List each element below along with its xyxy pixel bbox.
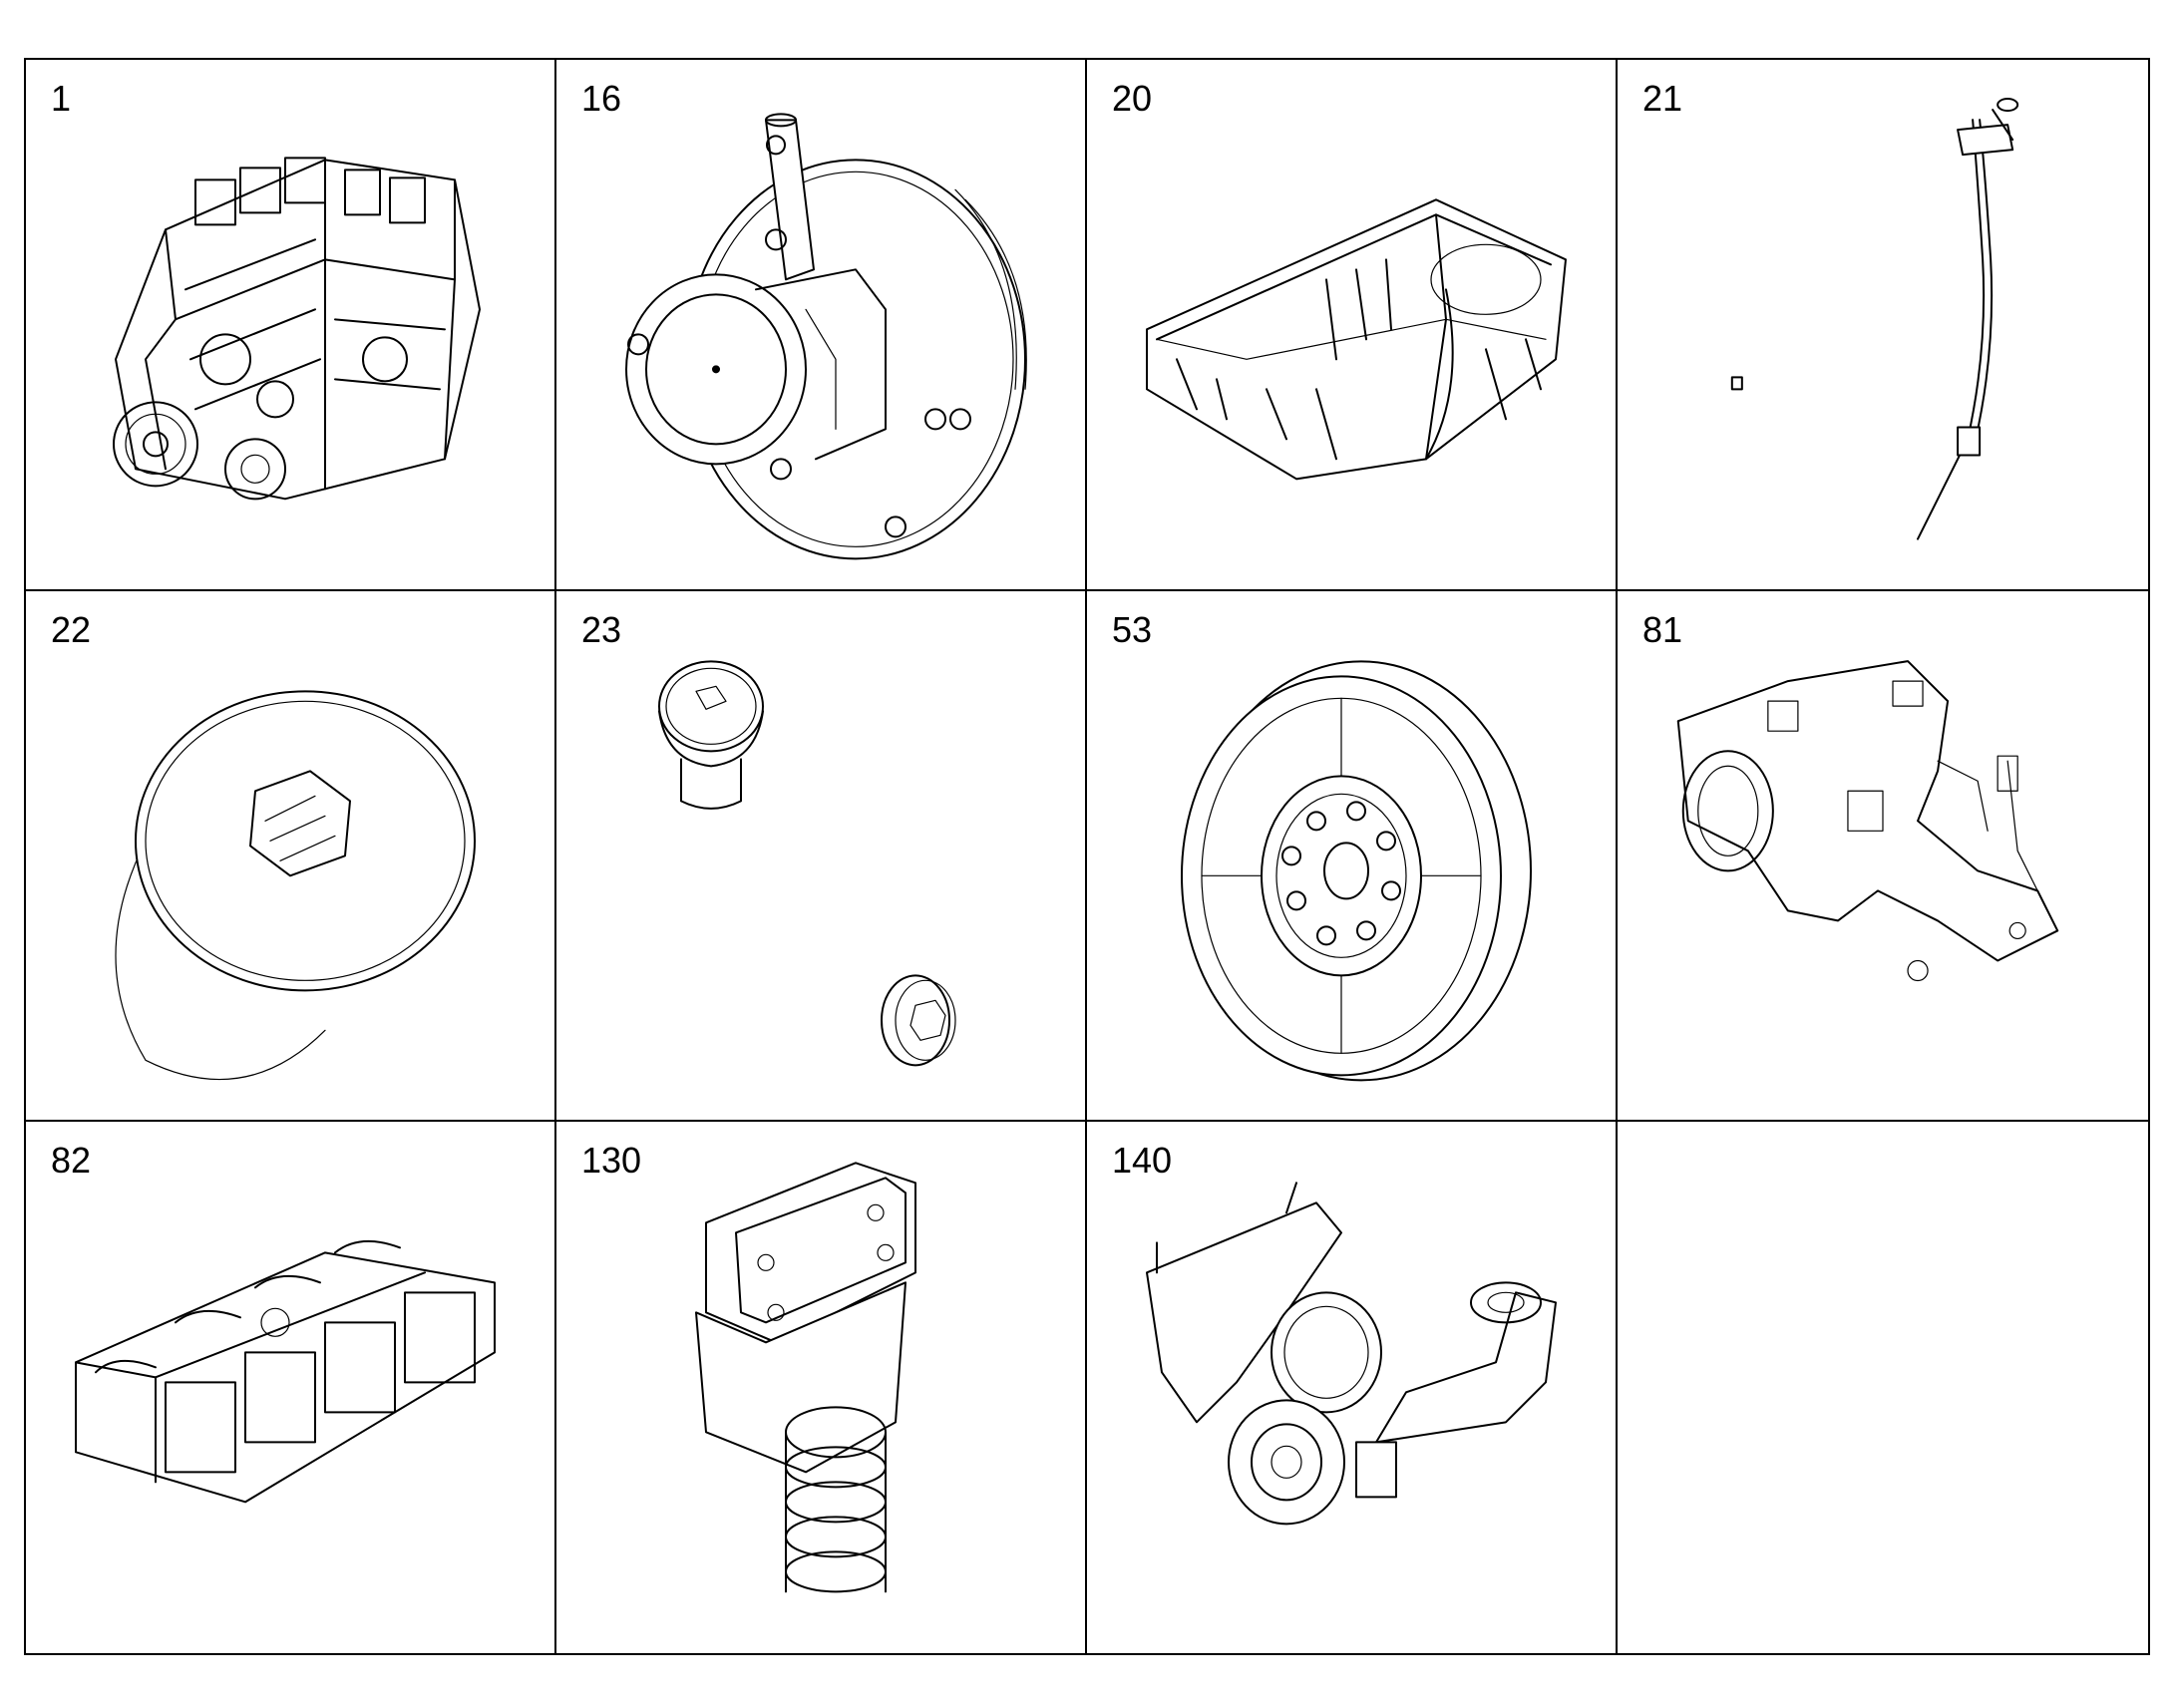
viscous-fan-clutch-icon	[1181, 659, 1532, 1081]
oil-pump-icon	[1146, 1182, 1557, 1526]
cell-label: 23	[581, 608, 622, 650]
cell-16[interactable]: 16	[556, 60, 1087, 591]
oil-filler-cap-icon	[658, 659, 956, 1066]
cell-1[interactable]: 1	[26, 60, 556, 591]
cell-82[interactable]: 82	[26, 1122, 556, 1653]
cell-label: 20	[1112, 78, 1153, 119]
dipstick-icon	[1730, 98, 2019, 540]
valve-cover-icon	[75, 1240, 496, 1504]
cell-label: 16	[581, 78, 622, 119]
oil-cooler-filter-icon	[695, 1162, 916, 1593]
cell-label: 140	[1112, 1140, 1173, 1182]
rocker-arm-assembly-icon	[1676, 659, 2059, 981]
cell-20[interactable]: 20	[1087, 60, 1618, 591]
cell-21[interactable]: 21	[1618, 60, 2148, 591]
cell-label: 130	[581, 1140, 642, 1182]
cell-22[interactable]: 22	[26, 590, 556, 1123]
cell-53[interactable]: 53	[1087, 590, 1618, 1123]
cell-140[interactable]: 140	[1087, 1122, 1618, 1653]
cell-label: 81	[1642, 608, 1683, 650]
plug-icon	[115, 689, 476, 1080]
cell-empty	[1618, 1122, 2148, 1653]
cell-label: 53	[1112, 608, 1153, 650]
cell-23[interactable]: 23	[556, 590, 1087, 1123]
cell-label: 82	[51, 1140, 92, 1182]
cell-81[interactable]: 81	[1618, 591, 2148, 1123]
parts-grid: 1 16	[24, 58, 2150, 1655]
cell-130[interactable]: 130	[556, 1122, 1087, 1653]
vacuum-pump-icon	[625, 113, 1027, 560]
cell-label: 22	[51, 608, 92, 650]
cell-label: 1	[51, 78, 72, 119]
engine-block-icon	[113, 157, 481, 501]
cell-label: 21	[1642, 78, 1683, 119]
oil-pan-icon	[1146, 198, 1567, 481]
